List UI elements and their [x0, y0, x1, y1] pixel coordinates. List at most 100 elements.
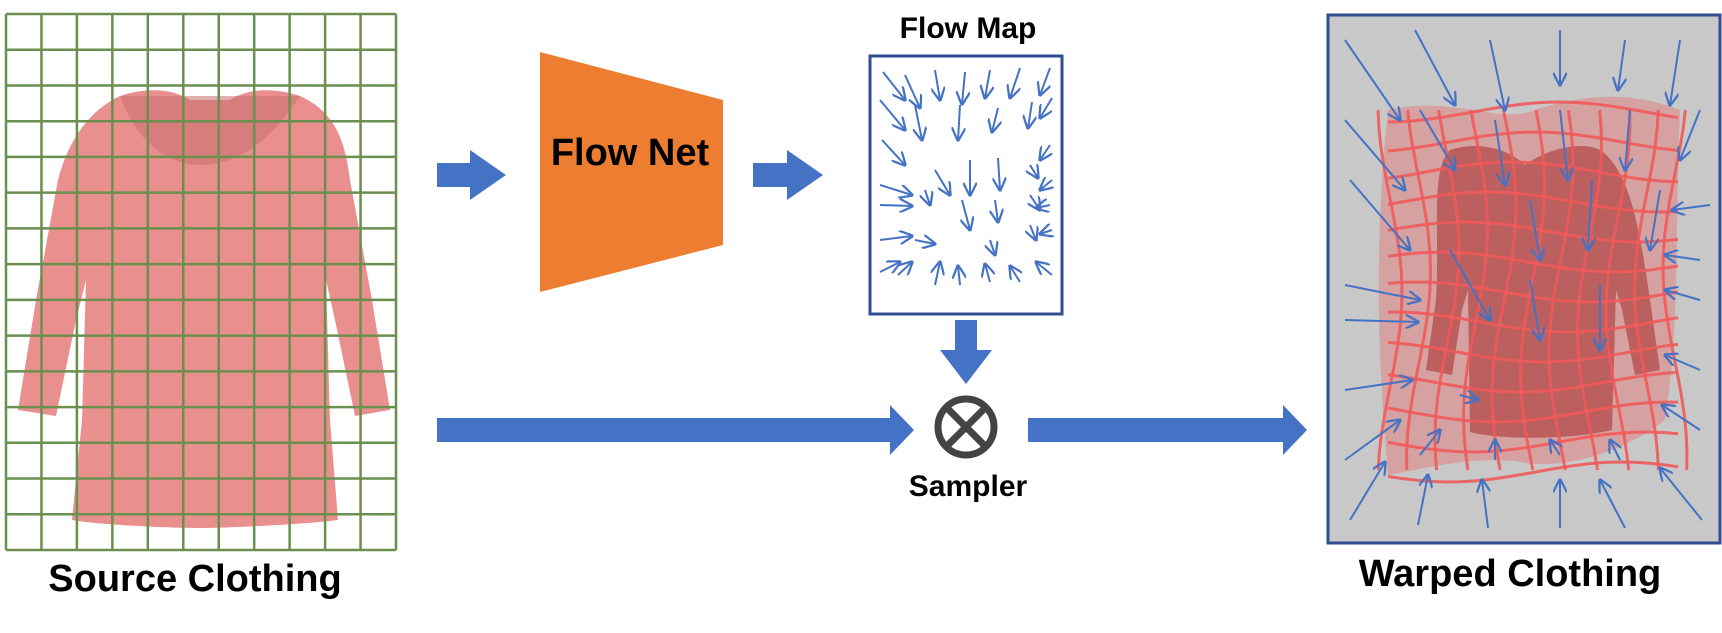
- arrow-to-flownet: [437, 150, 506, 200]
- arrow-to-warped: [1028, 405, 1307, 455]
- warp-flow-arrow: [1344, 320, 1418, 322]
- flow-arrow: [995, 199, 998, 222]
- warp-flow-arrow: [1344, 119, 1405, 190]
- flow-arrow: [935, 262, 940, 286]
- flow-arrow: [992, 107, 998, 132]
- sampler-icon: [934, 395, 998, 459]
- flow-map-arrows: [879, 67, 1053, 286]
- flow-arrow: [935, 69, 940, 100]
- flow-arrow: [1040, 97, 1053, 118]
- sampler-label: Sampler: [908, 470, 1028, 503]
- warp-flow-arrow: [1344, 420, 1400, 461]
- warp-flow-arrow: [1529, 279, 1540, 340]
- warp-flow-arrow: [1650, 189, 1661, 250]
- warp-flow-arrow: [1344, 284, 1420, 300]
- flow-arrow: [1040, 67, 1050, 95]
- warp-flow-arrow: [1610, 440, 1620, 461]
- warp-flow-arrow: [1618, 39, 1625, 90]
- flow-arrow: [915, 104, 922, 140]
- warp-flow-arrow: [1665, 255, 1701, 260]
- warp-grid-line: [1387, 341, 1679, 364]
- warp-grid-line: [1387, 160, 1679, 184]
- flow-net-block: [540, 52, 723, 292]
- warp-flow-arrow: [1665, 355, 1701, 371]
- warp-grid-line: [1632, 109, 1660, 471]
- flow-arrow: [1040, 180, 1052, 190]
- warp-grid-line: [1490, 109, 1518, 471]
- flow-arrow: [897, 262, 912, 276]
- warp-flow-arrow: [1349, 179, 1410, 250]
- warped-clothing-image: [1326, 13, 1722, 545]
- warp-flow-arrow: [1625, 109, 1630, 170]
- flow-arrow: [1036, 205, 1051, 208]
- flow-arrow: [1010, 67, 1021, 98]
- warp-grid-line: [1387, 250, 1679, 274]
- warp-grid-line: [1387, 220, 1679, 244]
- arrow-to-flowmap: [753, 150, 823, 200]
- warp-grid-line: [1387, 430, 1679, 454]
- warped-clothing-label: Warped Clothing: [1358, 553, 1662, 595]
- warp-grid-line: [1376, 109, 1404, 471]
- warp-flow-arrow: [1489, 39, 1505, 110]
- warp-flow-arrow: [1449, 249, 1490, 320]
- warp-flow-arrow: [1419, 109, 1455, 170]
- warp-flow-arrow: [1662, 405, 1701, 431]
- flow-arrow: [879, 262, 900, 272]
- flow-arrow: [1036, 262, 1053, 276]
- warped-shirt: [1426, 145, 1660, 438]
- flow-arrow: [879, 99, 905, 130]
- warp-flow-arrow: [1588, 179, 1592, 250]
- warp-flow-arrow: [1344, 380, 1412, 391]
- warp-flow-arrow: [1414, 29, 1455, 105]
- warp-flow-arrow: [1600, 480, 1626, 529]
- warp-grid-line: [1405, 109, 1433, 471]
- warp-grid-line: [1387, 190, 1679, 214]
- warp-flow-arrow: [1349, 462, 1385, 521]
- flow-arrow: [879, 205, 912, 206]
- source-clothing-label: Source Clothing: [48, 558, 342, 600]
- warp-grid-line: [1461, 109, 1489, 471]
- warp-grid-line: [1387, 370, 1679, 394]
- source-grid: [4, 12, 398, 552]
- warp-flow-arrow: [1665, 290, 1701, 301]
- flow-arrow: [1030, 165, 1038, 178]
- warp-flow-arrow: [1680, 109, 1701, 160]
- warp-grid-line: [1387, 460, 1679, 484]
- warp-grid-line: [1519, 109, 1547, 471]
- flow-arrow: [934, 169, 950, 195]
- flow-arrow: [914, 240, 935, 244]
- flow-arrow: [1040, 144, 1050, 160]
- warp-flow-arrow: [1660, 468, 1703, 521]
- warp-flow-arrow: [1670, 39, 1681, 105]
- flow-arrow: [881, 139, 905, 165]
- flow-arrow: [1030, 224, 1036, 240]
- flow-arrow: [879, 236, 912, 240]
- flow-arrow: [925, 189, 930, 205]
- warp-grid-line: [1387, 400, 1678, 424]
- arrow-source-to-sampler: [437, 405, 914, 455]
- flow-arrow: [879, 184, 912, 195]
- flow-arrow: [985, 264, 990, 283]
- flow-arrow: [962, 199, 970, 230]
- flow-arrow: [962, 71, 965, 104]
- warp-flow-arrow: [1672, 205, 1711, 210]
- warped-flow-arrows: [1344, 29, 1711, 529]
- warp-flow-arrow: [1459, 395, 1478, 400]
- warp-flow-arrow: [1482, 480, 1488, 529]
- flow-arrow: [1040, 230, 1052, 234]
- warp-flow-arrow: [1550, 440, 1560, 456]
- arrow-to-sampler: [940, 320, 992, 384]
- warp-flow-arrow: [1529, 199, 1540, 260]
- source-clothing-image: [4, 12, 398, 552]
- flow-arrow: [990, 239, 995, 255]
- flow-arrow: [998, 157, 1000, 190]
- flow-arrow: [1010, 266, 1020, 283]
- warp-grid-line: [1387, 100, 1679, 124]
- warp-flow-arrow: [1419, 430, 1440, 456]
- flow-map-label: Flow Map: [899, 12, 1037, 45]
- flow-arrow: [958, 266, 960, 286]
- warp-grid-line: [1387, 130, 1679, 153]
- flow-arrow: [958, 104, 960, 140]
